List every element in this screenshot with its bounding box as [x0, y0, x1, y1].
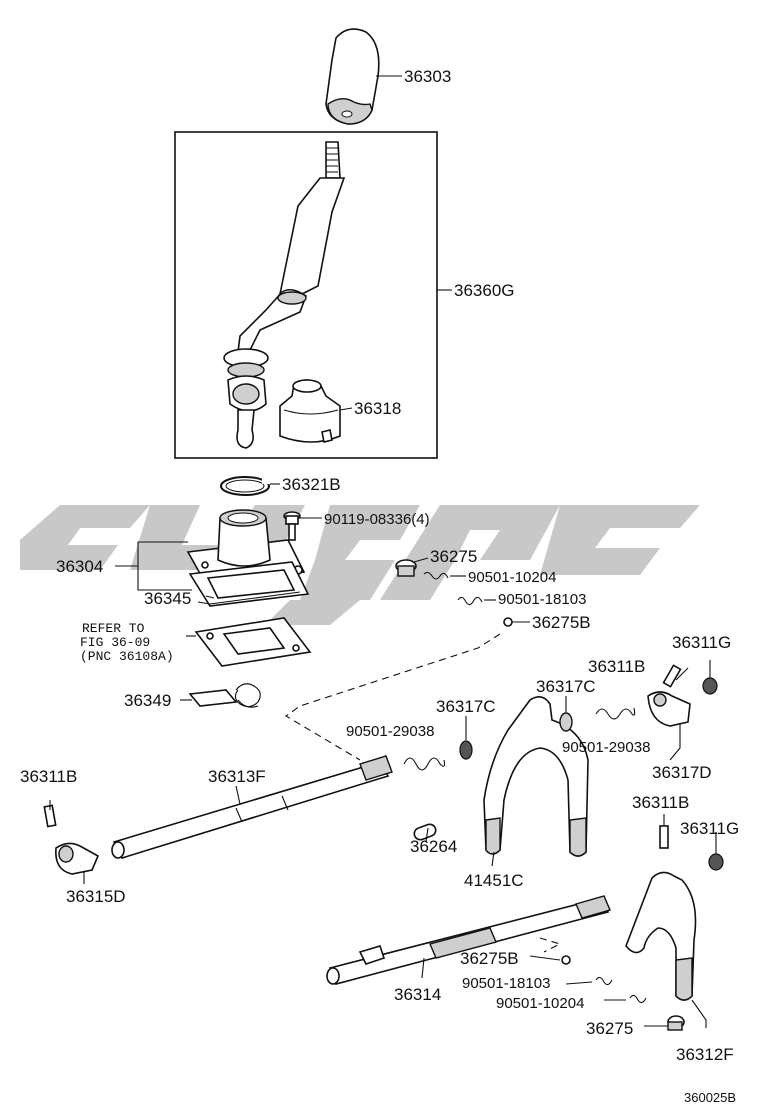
ball-lower — [561, 955, 571, 965]
pin-36311b-right — [659, 825, 669, 849]
callout-36360g: 36360G — [454, 281, 515, 300]
leader-lines — [49, 75, 717, 1028]
plug-lower — [667, 1015, 685, 1031]
shift-fork-lower — [625, 871, 697, 1001]
spring-left-29038 — [403, 757, 446, 771]
retainer-bolt — [283, 511, 301, 541]
plug-upper — [395, 559, 417, 577]
callout-36313f: 36313F — [208, 767, 266, 786]
callout-36317c-right: 36317C — [536, 677, 596, 696]
callout-36345: 36345 — [144, 589, 191, 608]
callout-36312f: 36312F — [676, 1045, 734, 1064]
washer-36317c-right — [559, 712, 573, 732]
snap-ring — [220, 476, 270, 496]
callout-36349: 36349 — [124, 691, 171, 710]
pin-left — [43, 804, 57, 828]
reference-note: REFER TO FIG 36-09 (PNC 36108A) — [80, 621, 174, 664]
callout-90501-18103-lower: 90501-18103 — [462, 975, 550, 992]
callout-36311b-right: 36311B — [632, 793, 689, 812]
reference-note-line-1: REFER TO — [82, 621, 145, 636]
callout-36317d: 36317D — [652, 763, 712, 782]
shift-shaft-upper — [111, 755, 393, 859]
callout-36275-lower: 36275 — [586, 1019, 633, 1038]
washer-36317c-left — [459, 740, 473, 760]
shift-fork-upper — [483, 696, 589, 857]
shift-lever — [223, 141, 346, 449]
shift-block — [647, 691, 691, 727]
washer-36311g-upper — [702, 677, 718, 695]
spring-lower-2 — [629, 994, 647, 1004]
callout-41451c: 41451C — [464, 871, 524, 890]
pin-36311b-upper — [662, 664, 682, 688]
callout-90501-18103-upper: 90501-18103 — [498, 591, 586, 608]
callout-36303: 36303 — [404, 67, 451, 86]
callout-36311g-right: 36311G — [680, 819, 739, 838]
callout-36311b-left: 36311B — [20, 767, 77, 786]
spring-right-29038 — [595, 707, 636, 720]
shift-shaft-lower — [326, 895, 611, 985]
callout-36317c-left: 36317C — [436, 697, 496, 716]
callout-36315d: 36315D — [66, 887, 126, 906]
shift-knob — [325, 28, 380, 125]
callout-36304: 36304 — [56, 557, 103, 576]
callout-36321b: 36321B — [282, 475, 341, 494]
shift-head — [55, 842, 100, 875]
cover-plate — [194, 617, 312, 667]
reference-note-line-3: (PNC 36108A) — [80, 649, 174, 664]
figure-code: 360025B — [684, 1090, 736, 1105]
guide-dash-1 — [284, 633, 501, 761]
spring-upper-1 — [423, 571, 449, 580]
callout-90119-08336: 90119-08336(4) — [324, 511, 430, 528]
callout-90501-29038-left: 90501-29038 — [346, 723, 434, 740]
reference-note-line-2: FIG 36-09 — [80, 635, 150, 650]
callout-labels: 36303 36360G 36318 36321B 90119-08336(4)… — [20, 67, 739, 1064]
guide-dash-2 — [539, 937, 562, 953]
callout-36311g-upper: 36311G — [672, 633, 731, 652]
callout-36275-upper: 36275 — [430, 547, 477, 566]
callout-36311b-upper: 36311B — [588, 657, 645, 676]
spring-lower-1 — [595, 976, 613, 986]
ball-upper — [503, 617, 513, 627]
callout-36318: 36318 — [354, 399, 401, 418]
lever-boot — [279, 379, 341, 443]
washer-36311g-right — [708, 853, 724, 871]
callout-36264: 36264 — [410, 837, 457, 856]
callout-36275b-lower: 36275B — [460, 949, 519, 968]
gasket-edge — [197, 591, 301, 605]
callout-90501-10204-upper: 90501-10204 — [468, 569, 556, 586]
lock-spring — [188, 683, 261, 708]
callout-36275b-upper: 36275B — [532, 613, 591, 632]
callout-36314: 36314 — [394, 985, 441, 1004]
callout-90501-10204-lower: 90501-10204 — [496, 995, 584, 1012]
callout-90501-29038-right: 90501-29038 — [562, 739, 650, 756]
spring-upper-2 — [457, 596, 483, 606]
